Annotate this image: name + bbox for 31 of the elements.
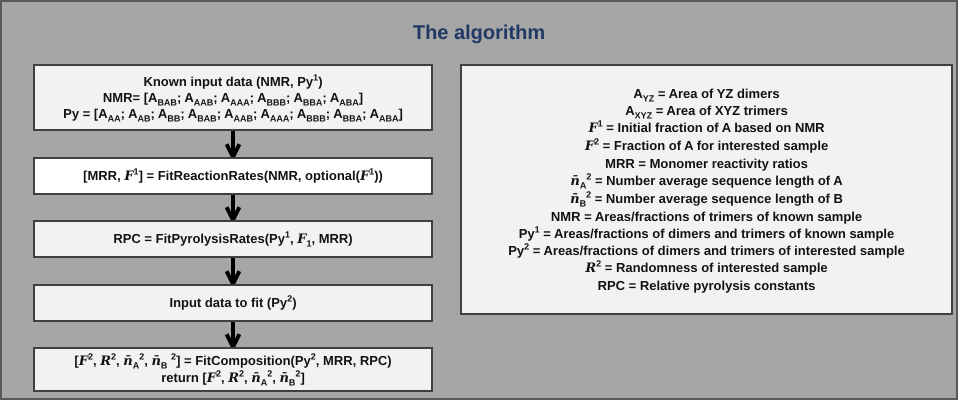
step-text: Py = [A$_{AA}$; A$_{AB}$; A$_{BB}$; A$_{BAB}$; A$_{AAB}$; A$_{AAA}$; A$_{BBB}$; A$_{BBA}$; A$_{ABA}$] bbox=[63, 106, 403, 122]
arrow bbox=[224, 322, 242, 349]
step-text: [MRR, F$^{1}$] = FitReactionRates(NMR, optional(F$^{1}$)) bbox=[83, 168, 383, 184]
step-text: NMR= [A$_{BAB}$; A$_{AAB}$; A$_{AAA}$; A$_{BBB}$; A$_{BBA}$; A$_{ABA}$] bbox=[102, 90, 364, 106]
definition-text: Py$^{1}$ = Areas/fractions of dimers and trimers of known sample bbox=[518, 225, 894, 242]
definitions-box bbox=[460, 64, 953, 315]
definition-text: A$_{YZ}$ = Area of YZ dimers bbox=[633, 85, 780, 102]
arrow bbox=[224, 195, 242, 222]
definition-text: NMR = Areas/fractions of trimers of known sample bbox=[550, 208, 862, 225]
process-box bbox=[33, 347, 433, 392]
definition-text: n̄$_{B}$$^{2}$ = Number average sequence length of B bbox=[570, 190, 843, 208]
process-box bbox=[33, 157, 433, 195]
process-box bbox=[33, 220, 433, 258]
definition-text: MRR = Monomer reactivity ratios bbox=[605, 155, 808, 172]
definition-text: F$^{1}$ = Initial fraction of A based on NMR bbox=[588, 119, 825, 137]
step-text: Known input data (NMR, Py$^{1}$) bbox=[143, 74, 323, 90]
step-text: RPC = FitPyrolysisRates(Py$^{1}$, F$_{1}$, MRR) bbox=[113, 230, 353, 248]
process-box bbox=[33, 284, 433, 322]
process-box bbox=[33, 64, 433, 131]
definition-text: RPC = Relative pyrolysis constants bbox=[598, 277, 816, 294]
definition-text: R$^{2}$ = Randomness of interested sample bbox=[585, 259, 828, 277]
step-text: return [F$^{2}$, R$^{2}$, n̄$_{A}$$^{2}$, n̄$_{B}$$^{2}$] bbox=[161, 370, 305, 386]
definition-text: n̄$_{A}$$^{2}$ = Number average sequence length of A bbox=[570, 172, 843, 190]
step-text: [F$^{2}$, R$^{2}$, n̄$_{A}$$^{2}$, n̄$_{B}$ $^{2}$] = FitComposition(Py$^{2}$, MRR, RPC) bbox=[74, 352, 392, 370]
arrow bbox=[224, 131, 242, 159]
definition-text: Py$^{2}$ = Areas/fractions of dimers and trimers of interested sample bbox=[508, 242, 905, 259]
panel-heading: The algorithm bbox=[412, 22, 546, 45]
step-text: Input data to fit (Py$^{2}$) bbox=[169, 295, 297, 311]
definition-text: A$_{XYZ}$ = Area of XYZ trimers bbox=[625, 102, 788, 119]
definition-text: F$^{2}$ = Fraction of A for interested sample bbox=[584, 137, 828, 155]
arrow bbox=[224, 258, 242, 286]
